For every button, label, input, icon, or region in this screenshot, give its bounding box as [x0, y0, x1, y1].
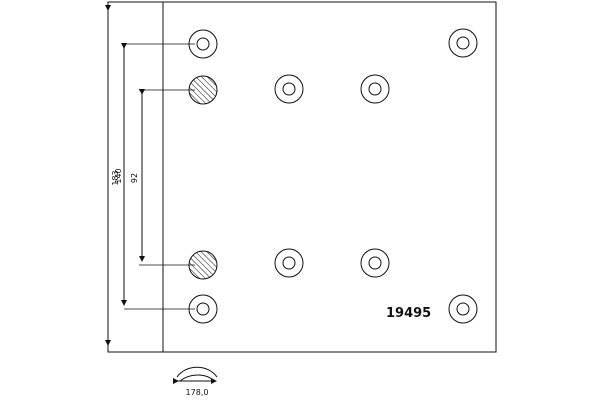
hole: [274, 74, 304, 104]
lining-outline: [107, 1, 497, 353]
outer-spacing-dimension: 140: [114, 43, 195, 310]
overall-height-label: 183: [111, 170, 120, 185]
hole: [188, 29, 218, 59]
arc-width-symbol: 178,0: [173, 366, 218, 397]
inner-spacing-label: 92: [130, 173, 139, 183]
hole: [448, 28, 478, 58]
hatched-hole: [188, 250, 218, 280]
outer-spacing-label: 140: [114, 168, 123, 183]
hole: [448, 294, 478, 324]
hole: [274, 248, 304, 278]
hatched-hole: [188, 75, 218, 105]
arc-width-label: 178,0: [186, 388, 209, 397]
hole: [188, 294, 218, 324]
inner-spacing-dimension: 92: [130, 89, 195, 266]
overall-height-dimension: 183: [105, 5, 120, 346]
part-number: 19495: [386, 306, 431, 321]
hole: [360, 248, 390, 278]
hole: [360, 74, 390, 104]
